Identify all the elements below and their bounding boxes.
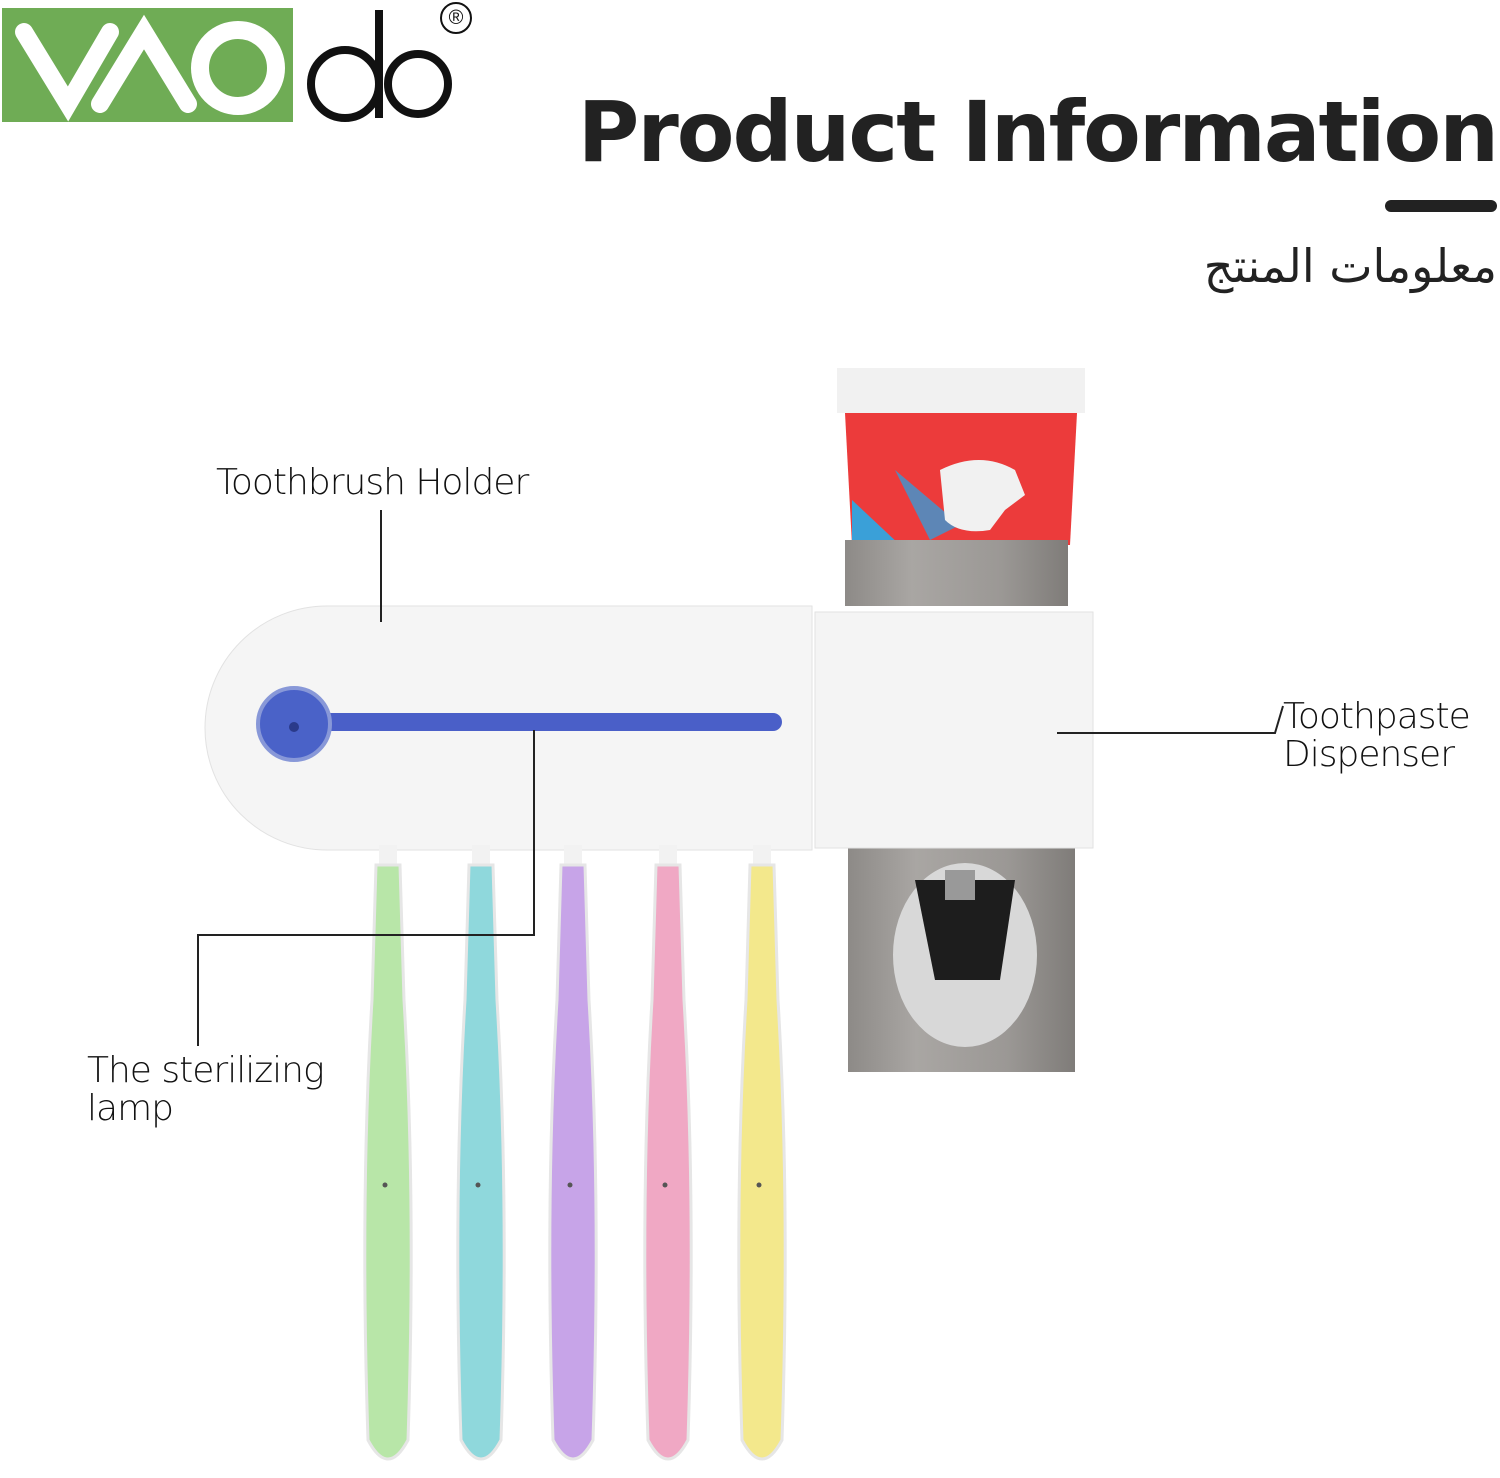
toothbrush-handle <box>363 863 413 1461</box>
toothbrush-handle <box>548 863 598 1461</box>
callout-toothbrush-holder: Toothbrush Holder <box>216 462 529 503</box>
callout-lamp-line1: The sterilizing <box>87 1050 325 1091</box>
dispenser-top-cup <box>845 540 1068 606</box>
toothpaste-tube <box>837 368 1085 545</box>
callout-lamp-line2: lamp <box>87 1088 174 1129</box>
callout-toothpaste-line2: Dispenser <box>1283 734 1455 775</box>
callout-sterilizing-lamp: The sterilizing lamp <box>87 1050 325 1129</box>
brand-logo: ® <box>0 0 480 130</box>
callout-line-lamp <box>197 730 535 1046</box>
toothbrush-dot <box>475 1182 481 1188</box>
toothbrush-dot <box>662 1182 668 1188</box>
toothbrush <box>363 845 413 1461</box>
page-title: Product Information <box>577 83 1499 181</box>
toothbrush-handle <box>456 863 506 1461</box>
toothbrush <box>643 845 693 1461</box>
title-underline <box>1385 200 1497 212</box>
logo-vao-mark <box>15 14 285 122</box>
registered-mark: ® <box>440 2 472 34</box>
toothbrush-handle <box>737 863 787 1461</box>
sterilizing-lamp <box>256 686 782 762</box>
page-subtitle-arabic: معلومات المنتج <box>1203 239 1497 293</box>
toothbrush-handle <box>643 863 693 1461</box>
dispenser-body <box>814 611 1094 849</box>
dispenser-nozzle-housing <box>848 845 1075 1072</box>
toothbrush <box>548 845 598 1461</box>
callout-toothpaste-dispenser: Toothpaste Dispenser <box>1283 696 1471 775</box>
toothbrush-dot <box>382 1182 388 1188</box>
toothbrush-dot <box>567 1182 573 1188</box>
toothbrush <box>456 845 506 1461</box>
logo-green-box <box>2 8 293 122</box>
logo-do-mark <box>307 10 452 122</box>
callout-line-dispenser <box>1057 705 1284 734</box>
toothbrush <box>737 845 787 1461</box>
callout-toothpaste-line1: Toothpaste <box>1283 696 1471 737</box>
toothbrush-dot <box>756 1182 762 1188</box>
